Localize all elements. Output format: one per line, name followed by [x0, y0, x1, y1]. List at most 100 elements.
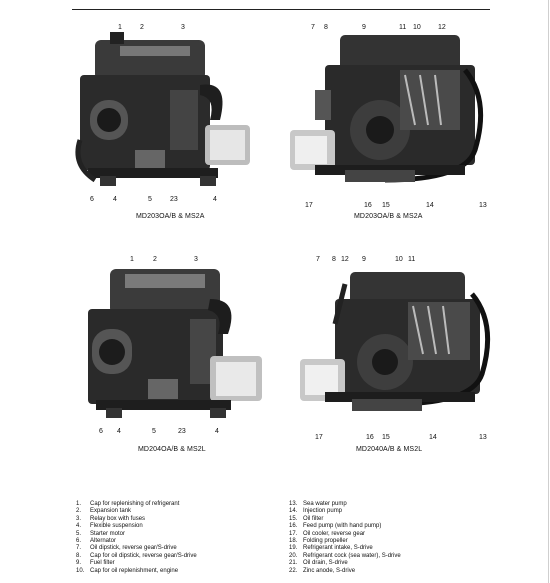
- callout-number: 9: [362, 24, 366, 31]
- figure-caption-3: MD204OA/B & MS2L: [138, 446, 206, 453]
- callout-number: 23: [178, 428, 186, 435]
- legend-item: 22. Zinc anode, S-drive: [289, 568, 401, 575]
- legend-item-text: Refrigerant intake, S-drive: [303, 545, 373, 552]
- legend-item-text: Folding propeller: [303, 538, 348, 545]
- legend-item-text: Relay box with fuses: [90, 515, 146, 522]
- legend-item-text: Oil dipstick, reverse gear/S-drive: [90, 545, 177, 552]
- legend-item: 6.Alternator: [76, 538, 197, 545]
- callout-number: 16: [366, 434, 374, 441]
- legend-item-number: 3.: [76, 515, 82, 522]
- legend-item: 17.Oil cooler, reverse gear: [289, 531, 401, 538]
- callout-number: 16: [364, 202, 372, 209]
- legend-item-text: Cap for oil replenishment, engine: [90, 567, 179, 574]
- legend-item-text: Oil cooler, reverse gear: [303, 530, 366, 537]
- callout-number: 2: [153, 256, 157, 263]
- engine-photo-md2030-right: [285, 30, 495, 205]
- callout-number: 4: [213, 196, 217, 203]
- callout-number: 9: [362, 256, 366, 263]
- legend-list-right: 13. Sea water pump 14. Injection pump 15. Oil…: [289, 501, 401, 575]
- legend-item-text: Fuel filter: [90, 560, 115, 567]
- legend-item: 21. Oil drain, S-drive: [289, 560, 401, 567]
- figure-caption-2: MD203OA/B & MS2A: [354, 213, 423, 220]
- callout-number: 12: [438, 24, 446, 31]
- legend-item-number: 13.: [289, 501, 298, 507]
- legend-item: 3. Relay box with fuses: [76, 516, 197, 523]
- legend-item-number: 16.: [289, 523, 298, 530]
- callout-number: 7: [311, 24, 315, 31]
- page-edge: [548, 0, 549, 583]
- callout-number: 4: [113, 196, 117, 203]
- legend-item-text: Sea water pump: [303, 501, 347, 507]
- legend-item-number: 2.: [76, 508, 82, 515]
- callout-number: 17: [305, 202, 313, 209]
- callout-number: 17: [315, 434, 323, 441]
- legend-item-number: 8.: [76, 552, 82, 559]
- legend-item-text: Zinc anode, S-drive: [303, 567, 356, 574]
- legend-item: 13. Sea water pump: [289, 501, 401, 508]
- callout-number: 3: [194, 256, 198, 263]
- legend-item-text: Oil drain, S-drive: [303, 560, 348, 567]
- figure-caption-1: MD203OA/B & MS2A: [136, 213, 205, 220]
- header-rule: [72, 9, 490, 10]
- legend-item: 10. Cap for oil replenishment, engine: [76, 568, 197, 575]
- legend-item-text: Starter motor: [90, 530, 126, 537]
- callout-number: 14: [429, 434, 437, 441]
- legend-item: 19. Refrigerant intake, S-drive: [289, 545, 401, 552]
- legend-item-number: 5.: [76, 530, 82, 537]
- callout-number: 13: [479, 434, 487, 441]
- callout-number: 3: [181, 24, 185, 31]
- legend-item-number: 1.: [76, 501, 82, 507]
- legend-item-number: 7.: [76, 545, 82, 552]
- legend-item: 7. Oil dipstick, reverse gear/S-drive: [76, 545, 197, 552]
- legend-item: 5. Starter motor: [76, 531, 197, 538]
- legend-item: 1. Cap for replenishing of refrigerant: [76, 501, 197, 508]
- legend-item: 8. Cap for oil dipstick, reverse gear/S-d…: [76, 553, 197, 560]
- legend-item: 15. Oil filter: [289, 516, 401, 523]
- callout-number: 14: [426, 202, 434, 209]
- legend-item: 18.Folding propeller: [289, 538, 401, 545]
- callout-number: 11: [408, 256, 416, 263]
- callout-number: 10: [413, 24, 421, 31]
- callout-number: 1: [130, 256, 134, 263]
- legend-item-text: Oil filter: [303, 515, 324, 522]
- callout-number: 4: [215, 428, 219, 435]
- legend-item-number: 22.: [289, 567, 298, 574]
- callout-number: 1: [118, 24, 122, 31]
- callout-number: 6: [90, 196, 94, 203]
- legend-item-number: 21.: [289, 560, 298, 567]
- legend-item-text: Cap for oil dipstick, reverse gear/S-dri…: [90, 552, 197, 559]
- engine-illustration: [75, 32, 250, 186]
- callout-number: 15: [382, 434, 390, 441]
- engine-photo-md2040-right: [290, 264, 500, 434]
- callout-number: 5: [152, 428, 156, 435]
- legend-item: 16. Feed pump (with hand pump): [289, 523, 401, 530]
- legend-item-text: Expansion tank: [90, 508, 132, 515]
- legend-list-left: 1. Cap for replenishing of refrigerant 2. E…: [76, 501, 197, 575]
- engine-illustration: [88, 269, 262, 418]
- engine-photo-md2030-left: [60, 30, 260, 200]
- callout-number: 13: [479, 202, 487, 209]
- legend-item-number: 14.: [289, 508, 298, 515]
- legend-item: 20.Refrigerant cock (sea water), S-drive: [289, 553, 401, 560]
- legend-item-number: 19.: [289, 545, 298, 552]
- callout-number: 8: [332, 256, 336, 263]
- legend-item: 4.Flexible suspension: [76, 523, 197, 530]
- callout-number: 2: [140, 24, 144, 31]
- legend-item-text: Feed pump (with hand pump): [303, 523, 382, 530]
- legend-item: 9.Fuel filter: [76, 560, 197, 567]
- legend-item-text: Cap for replenishing of refrigerant: [90, 501, 180, 507]
- legend-item-text: Flexible suspension: [90, 523, 143, 530]
- engine-photo-md2040-left: [70, 264, 270, 429]
- legend-item: 14. Injection pump: [289, 508, 401, 515]
- callout-number: 11: [399, 24, 407, 31]
- callout-number: 12: [341, 256, 349, 263]
- legend-item-text: Refrigerant cock (sea water), S-drive: [303, 552, 401, 559]
- legend-item-text: Injection pump: [303, 508, 343, 515]
- callout-number: 8: [324, 24, 328, 31]
- callout-number: 7: [316, 256, 320, 263]
- legend-item-number: 10.: [76, 567, 85, 574]
- legend-item-number: 6.: [76, 538, 82, 545]
- callout-number: 10: [395, 256, 403, 263]
- legend-item-number: 15.: [289, 515, 298, 522]
- legend-item: 2. Expansion tank: [76, 508, 197, 515]
